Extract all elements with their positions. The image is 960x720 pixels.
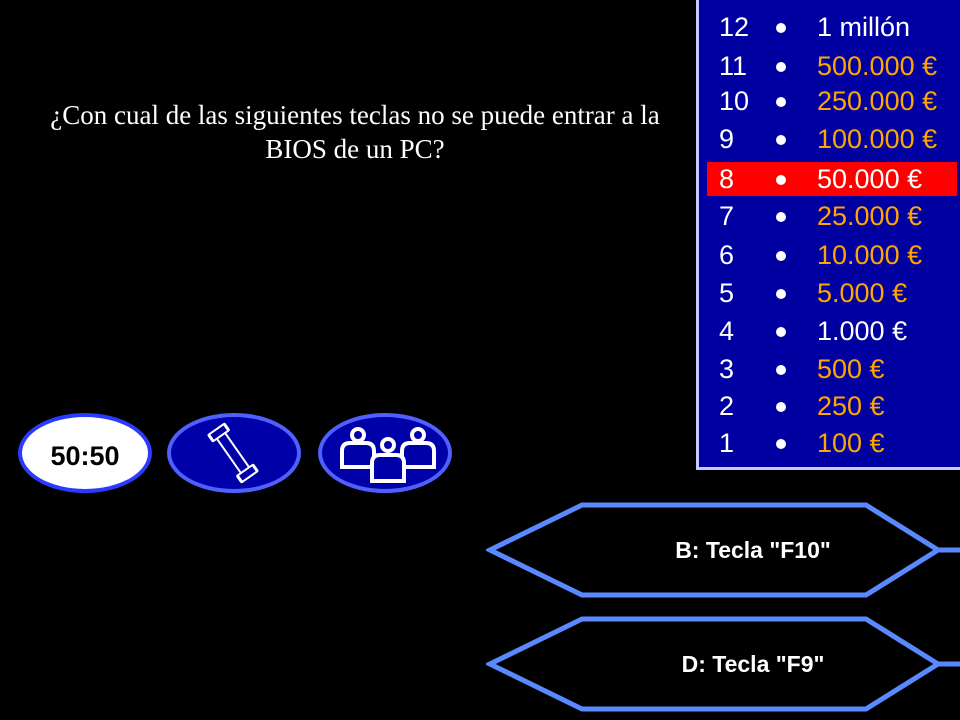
- prize-ladder: 12 1 millón 11 500.000 € 10 250.000 € 9 …: [696, 0, 960, 470]
- ladder-level: 5: [719, 278, 735, 308]
- question-text: ¿Con cual de las siguientes teclas no se…: [50, 100, 660, 164]
- bullet-icon: [776, 62, 786, 72]
- ladder-row-6: 6 10.000 €: [709, 238, 957, 272]
- ladder-amount: 500.000 €: [817, 51, 938, 81]
- ladder-row-1: 1 100 €: [709, 426, 957, 460]
- audience-icon: [340, 427, 436, 483]
- ladder-amount: 10.000 €: [817, 240, 923, 270]
- bullet-icon: [776, 439, 786, 449]
- answer-d-label: D: Tecla "F9": [681, 651, 825, 677]
- ladder-level: 6: [719, 240, 735, 270]
- answer-b-button[interactable]: B: Tecla "F10": [486, 502, 960, 598]
- ladder-level: 8: [719, 164, 735, 194]
- ladder-amount: 25.000 €: [817, 201, 923, 231]
- bullet-icon: [776, 97, 786, 107]
- ladder-amount: 250.000 €: [817, 86, 938, 116]
- phone-icon: [207, 422, 259, 484]
- ladder-row-2: 2 250 €: [709, 389, 957, 423]
- bullet-icon: [776, 135, 786, 145]
- answer-b-frame: [486, 502, 960, 598]
- ladder-row-8-current: 8 50.000 €: [707, 162, 957, 196]
- ladder-level: 2: [719, 391, 735, 421]
- ladder-row-11: 11 500.000 €: [709, 49, 957, 83]
- ladder-amount: 5.000 €: [817, 278, 908, 308]
- ladder-level: 11: [719, 51, 748, 81]
- ladder-amount: 50.000 €: [817, 164, 923, 194]
- ladder-level: 12: [719, 12, 750, 42]
- ladder-row-5: 5 5.000 €: [709, 276, 957, 310]
- ladder-amount: 500 €: [817, 354, 885, 384]
- bullet-icon: [776, 175, 786, 185]
- ladder-amount: 250 €: [817, 391, 885, 421]
- ladder-row-9: 9 100.000 €: [709, 122, 957, 156]
- ladder-amount: 1.000 €: [817, 316, 908, 346]
- ladder-amount: 100.000 €: [817, 124, 938, 154]
- ladder-level: 7: [719, 201, 735, 231]
- ladder-level: 3: [719, 354, 735, 384]
- ladder-row-10: 10 250.000 €: [709, 84, 957, 118]
- bullet-icon: [776, 327, 786, 337]
- answer-d-frame: [486, 616, 960, 712]
- ask-the-audience-lifeline-button[interactable]: [318, 413, 452, 493]
- ladder-row-7: 7 25.000 €: [709, 199, 957, 233]
- fifty-fifty-lifeline-button[interactable]: 50:50: [18, 413, 152, 493]
- ladder-level: 10: [719, 86, 750, 116]
- bullet-icon: [776, 365, 786, 375]
- bullet-icon: [776, 402, 786, 412]
- ladder-level: 1: [719, 428, 735, 458]
- ladder-amount: 1 millón: [817, 12, 911, 42]
- answer-d-button[interactable]: D: Tecla "F9": [486, 616, 960, 712]
- answer-b-label: B: Tecla "F10": [675, 537, 831, 563]
- ladder-row-4: 4 1.000 €: [709, 314, 957, 348]
- bullet-icon: [776, 23, 786, 33]
- bullet-icon: [776, 251, 786, 261]
- bullet-icon: [776, 289, 786, 299]
- ladder-level: 9: [719, 124, 735, 154]
- ladder-level: 4: [719, 316, 735, 346]
- fifty-fifty-label: 50:50: [50, 441, 120, 471]
- ladder-amount: 100 €: [817, 428, 885, 458]
- ladder-row-12: 12 1 millón: [709, 10, 957, 44]
- phone-a-friend-lifeline-button[interactable]: [167, 413, 301, 493]
- ladder-row-3: 3 500 €: [709, 352, 957, 386]
- bullet-icon: [776, 212, 786, 222]
